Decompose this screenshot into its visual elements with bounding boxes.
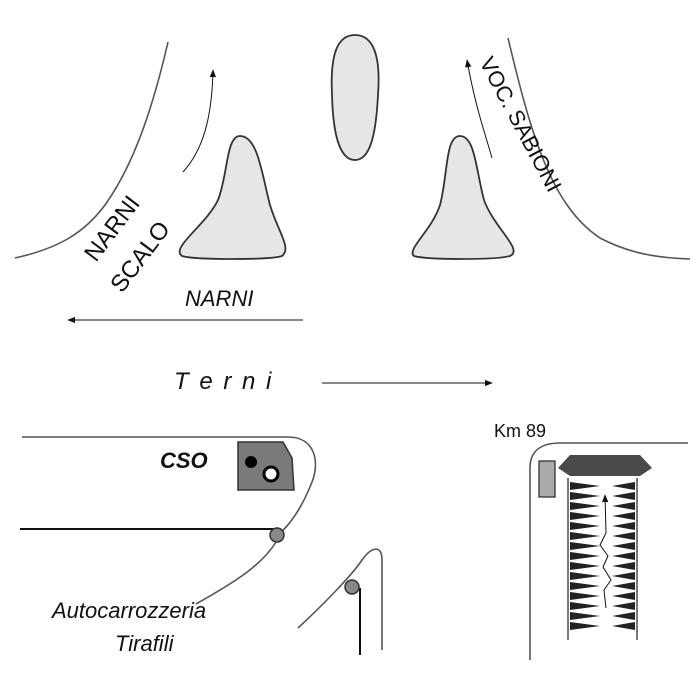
cso-box <box>237 441 295 491</box>
voc-sabioni-label: VOC. SABIONI <box>475 53 567 196</box>
road-edge-upper-left <box>14 41 169 259</box>
stripe-left <box>570 602 600 610</box>
autocarrozzeria-label-line1: Autocarrozzeria <box>50 598 206 623</box>
traffic-island-center <box>330 34 380 161</box>
leader-line-autocarrozzeria <box>195 541 277 605</box>
km-label: Km 89 <box>494 421 546 441</box>
stripe-left <box>570 622 600 630</box>
terni-label: T e r n i <box>174 368 273 395</box>
stripe-right <box>612 542 635 550</box>
stripe-left <box>570 492 600 500</box>
arrow-voc-sabioni <box>465 59 493 159</box>
svg-text:NARNI: NARNI <box>185 286 253 311</box>
stripe-left <box>570 572 600 580</box>
svg-text:Km 89: Km 89 <box>494 421 546 441</box>
stripe-left <box>570 552 600 560</box>
svg-text:T e r n i: T e r n i <box>174 368 273 395</box>
stripe-left <box>570 582 600 590</box>
road-edge-lower-right <box>529 442 688 660</box>
stripe-left <box>570 482 600 490</box>
marker-dot-lower <box>344 579 360 595</box>
building-stripes <box>570 482 635 630</box>
arrow-inside-building <box>599 494 612 609</box>
stripe-right <box>612 522 635 530</box>
km-post-icon <box>538 460 556 498</box>
stripe-right <box>612 592 635 600</box>
cso-label: CSO <box>160 448 208 473</box>
marker-dot-upper <box>269 527 285 543</box>
road-edge-upper-right <box>507 37 691 260</box>
svg-text:CSO: CSO <box>160 448 208 473</box>
stripe-right <box>612 622 635 630</box>
stripe-right <box>612 482 635 490</box>
stripe-right <box>612 492 635 500</box>
gate-bar <box>558 455 652 476</box>
svg-text:Autocarrozzeria: Autocarrozzeria <box>50 598 206 623</box>
stripe-left <box>570 612 600 620</box>
stripe-left <box>570 542 600 550</box>
white-ring-icon <box>262 465 280 483</box>
stripe-left <box>570 562 600 570</box>
stripe-right <box>612 612 635 620</box>
stripe-right <box>612 552 635 560</box>
stripe-right <box>612 582 635 590</box>
road-edge-lower-middle <box>297 548 383 650</box>
stripe-right <box>612 572 635 580</box>
black-dot-icon <box>245 456 257 468</box>
stripe-left <box>570 512 600 520</box>
svg-text:Tirafili: Tirafili <box>115 631 175 656</box>
stripe-right <box>612 512 635 520</box>
stripe-left <box>570 522 600 530</box>
stripe-left <box>570 592 600 600</box>
road-edge-lower-left <box>22 436 317 536</box>
traffic-island-left <box>178 135 287 260</box>
stripe-left <box>570 532 600 540</box>
stripe-left <box>570 502 600 510</box>
stripe-right <box>612 502 635 510</box>
arrow-narni-scalo <box>182 69 217 173</box>
svg-text:VOC. SABIONI: VOC. SABIONI <box>475 53 567 196</box>
autocarrozzeria-label-line2: Tirafili <box>115 631 175 656</box>
narni-label: NARNI <box>185 286 253 311</box>
stripe-right <box>612 602 635 610</box>
stripe-right <box>612 562 635 570</box>
traffic-island-right <box>411 135 515 260</box>
stripe-right <box>612 532 635 540</box>
